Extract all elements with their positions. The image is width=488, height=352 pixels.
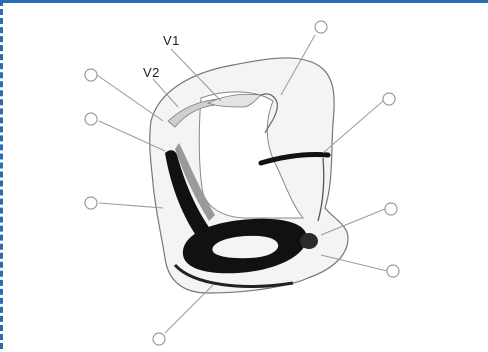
callout-line-1 bbox=[97, 75, 163, 121]
callout-line-3 bbox=[99, 203, 163, 208]
callout-marker-3 bbox=[85, 197, 97, 209]
callout-marker-1 bbox=[85, 69, 97, 81]
callout-marker-8 bbox=[153, 333, 165, 345]
label-v1: V1 bbox=[163, 33, 180, 48]
callout-marker-7 bbox=[387, 265, 399, 277]
anatomy-illustration bbox=[3, 3, 488, 352]
callout-line-8 bbox=[165, 285, 213, 333]
callout-marker-5 bbox=[383, 93, 395, 105]
right-dark-nodule bbox=[300, 233, 318, 249]
callout-marker-2 bbox=[85, 113, 97, 125]
callout-marker-6 bbox=[385, 203, 397, 215]
callout-marker-4 bbox=[315, 21, 327, 33]
label-v2: V2 bbox=[143, 65, 160, 80]
